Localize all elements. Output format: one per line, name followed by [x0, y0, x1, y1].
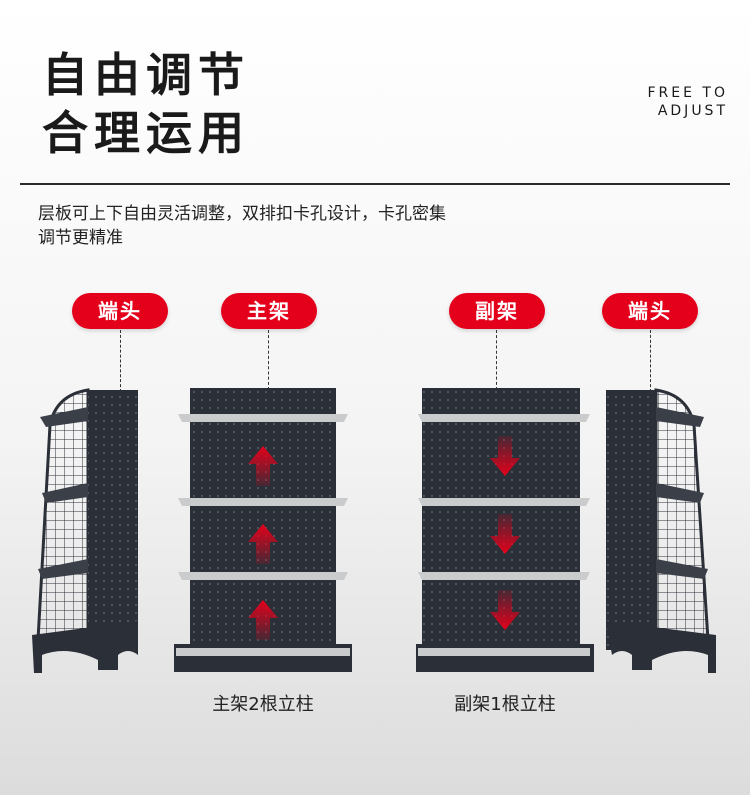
description-line-1: 层板可上下自由灵活调整，双排扣卡孔设计，卡孔密集	[38, 204, 446, 224]
english-line-1: FREE TO	[647, 85, 728, 101]
label-secondary: 副架	[449, 293, 545, 329]
description-line-2: 调节更精准	[38, 228, 123, 248]
end-unit-right	[606, 388, 716, 673]
leader-main	[268, 330, 269, 390]
caption-main: 主架2根立柱	[212, 694, 314, 715]
title-line-2: 合理运用	[42, 106, 250, 160]
label-end-left: 端头	[72, 293, 168, 329]
title-line-1: 自由调节	[42, 48, 250, 102]
end-unit-left	[32, 388, 138, 673]
caption-secondary: 副架1根立柱	[454, 694, 556, 715]
divider	[20, 183, 730, 185]
leader-end-left	[120, 330, 121, 392]
main-unit	[174, 388, 352, 672]
leader-end-right	[650, 330, 651, 392]
label-end-right: 端头	[602, 293, 698, 329]
english-line-2: ADJUST	[657, 103, 728, 119]
label-main: 主架	[221, 293, 317, 329]
leader-secondary	[496, 330, 497, 390]
secondary-unit	[416, 388, 594, 672]
